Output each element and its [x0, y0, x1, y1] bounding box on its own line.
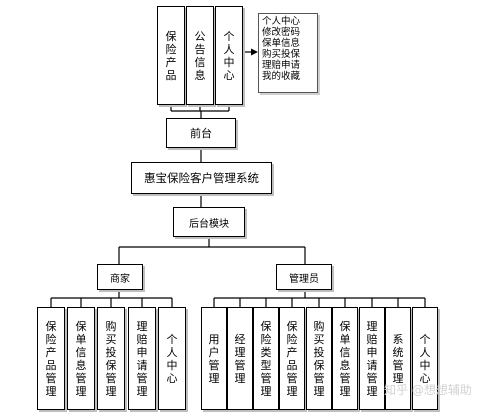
- module-label: 保险类型管理: [260, 319, 272, 398]
- admin-module: 系统管理: [385, 307, 411, 410]
- note-line: 理赔申请: [262, 60, 301, 71]
- module-label: 个人中心: [223, 29, 235, 82]
- admin-module: 购买投保管理: [306, 307, 332, 410]
- module-label: 个人中心: [166, 332, 178, 385]
- module-announcements: 公告信息: [186, 6, 214, 105]
- merchant-module: 保险产品管理: [37, 307, 65, 410]
- module-label: 保险产品管理: [45, 319, 57, 398]
- module-label: 购买投保管理: [105, 319, 117, 398]
- role-admin: 管理员: [276, 264, 332, 290]
- admin-module: 个人中心: [412, 307, 438, 410]
- watermark: 知乎 @想想辅助: [384, 383, 472, 397]
- admin-module: 用户管理: [201, 307, 227, 410]
- backend-label: 后台模块: [189, 218, 229, 230]
- admin-module: 保单信息管理: [332, 307, 358, 410]
- module-insurance-products: 保险产品: [157, 6, 185, 105]
- module-label: 经理管理: [234, 332, 246, 385]
- merchant-module: 理赔申请管理: [128, 307, 156, 410]
- merchant-module: 个人中心: [158, 307, 186, 410]
- merchant-module: 购买投保管理: [97, 307, 125, 410]
- module-label: 公告信息: [194, 29, 206, 82]
- module-label: 理赔申请管理: [136, 319, 148, 398]
- note-line: 购买投保: [262, 49, 301, 60]
- module-label: 系统管理: [392, 332, 404, 385]
- module-label: 用户管理: [208, 332, 220, 385]
- module-personal-center: 个人中心: [215, 6, 243, 105]
- note-line: 我的收藏: [262, 71, 301, 82]
- frontend-box: 前台: [166, 118, 236, 148]
- note-line: 保单信息: [262, 38, 301, 49]
- admin-module: 保险类型管理: [253, 307, 279, 410]
- system-box: 惠宝保险客户管理系统: [131, 162, 272, 194]
- personal-center-note: 个人中心 修改密码 保单信息 购买投保 理赔申请 我的收藏: [258, 13, 318, 93]
- system-name: 惠宝保险客户管理系统: [144, 171, 259, 185]
- module-label: 保险产品管理: [286, 319, 298, 398]
- merchant-module: 保单信息管理: [67, 307, 95, 410]
- module-label: 理赔申请管理: [366, 319, 378, 398]
- note-line: 修改密码: [262, 27, 301, 38]
- role-label: 管理员: [289, 273, 319, 285]
- backend-box: 后台模块: [173, 207, 245, 237]
- note-line: 个人中心: [262, 16, 301, 27]
- frontend-label: 前台: [190, 127, 212, 140]
- module-label: 个人中心: [419, 332, 431, 385]
- module-label: 购买投保管理: [313, 319, 325, 398]
- admin-module: 经理管理: [227, 307, 253, 410]
- module-label: 保单信息管理: [339, 319, 351, 398]
- role-merchant: 商家: [97, 264, 143, 290]
- admin-module: 理赔申请管理: [359, 307, 385, 410]
- module-label: 保险产品: [165, 29, 177, 82]
- module-label: 保单信息管理: [75, 319, 87, 398]
- role-label: 商家: [110, 273, 130, 285]
- admin-module: 保险产品管理: [279, 307, 305, 410]
